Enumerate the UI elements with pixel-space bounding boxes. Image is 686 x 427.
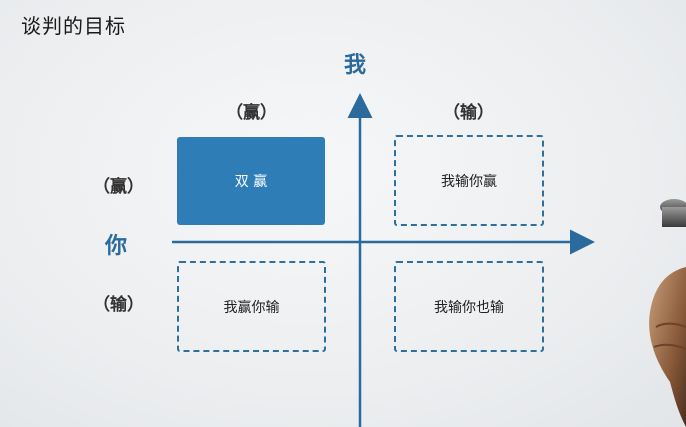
quadrant-lose-lose: 我输你也输 (394, 261, 544, 352)
me-lose-label: （输） (443, 103, 494, 123)
me-win-label: （赢） (226, 103, 277, 123)
slide-title: 谈判的目标 (21, 14, 126, 38)
you-lose-label: （输） (93, 295, 144, 315)
you-win-label: （赢） (93, 177, 144, 197)
hand-holding-piece-image (649, 199, 686, 427)
quadrant-me-lose-you-win: 我输你赢 (394, 135, 544, 226)
quadrant-win-win: 双 赢 (177, 137, 325, 225)
me-axis-label: 我 (344, 52, 367, 78)
quadrant-me-win-you-lose: 我赢你输 (177, 261, 326, 352)
you-axis-label: 你 (105, 233, 128, 259)
